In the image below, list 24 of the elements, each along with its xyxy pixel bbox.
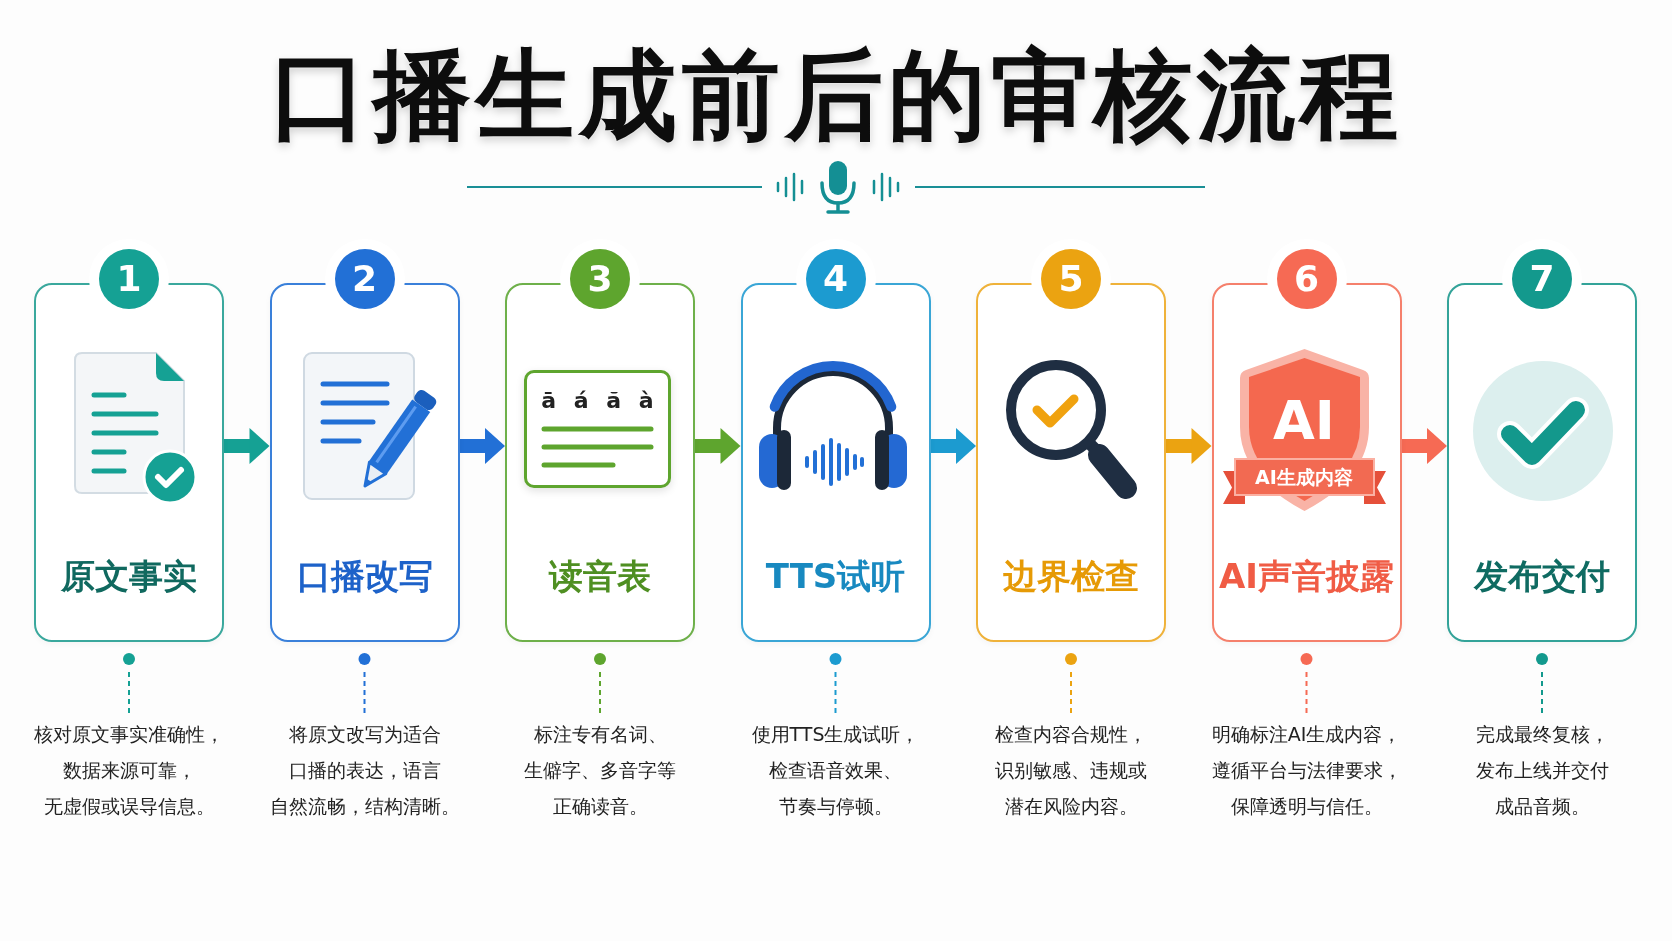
arrow [459, 428, 505, 464]
step-description: 标注专有名词、生僻字、多音字等正确读音。 [482, 716, 718, 824]
step-description: 明确标注AI生成内容，遵循平台与法律要求，保障透明与信任。 [1188, 716, 1425, 824]
step-description: 将原文改写为适合口播的表达，语言自然流畅，结构清晰。 [246, 716, 483, 824]
arrow [1166, 428, 1212, 464]
arrow [224, 428, 270, 464]
step-description: 完成最终复核，发布上线并交付成品音频。 [1424, 716, 1660, 824]
page-title: 口播生成前后的审核流程 [268, 38, 1404, 152]
step-title: 口播改写 [295, 555, 434, 598]
ribbon-label: AI生成内容 [1254, 465, 1354, 490]
step-title: 边界检查 [1002, 555, 1140, 598]
step-description: 使用TTS生成试听，检查语音效果、节奏与停顿。 [717, 716, 954, 824]
step-title: 读音表 [547, 555, 652, 598]
step-description: 检查内容合规性，识别敏感、违规或潜在风险内容。 [953, 716, 1189, 824]
step-title: 发布交付 [1472, 555, 1611, 598]
arrow [695, 428, 741, 464]
step-title: 原文事实 [60, 555, 198, 598]
pinyin-marks: ā á ă à [540, 387, 655, 415]
arrow [930, 428, 976, 464]
shield-label: AI [1272, 390, 1336, 452]
step-title: TTS试听 [764, 555, 907, 598]
step-description: 核对原文事实准确性，数据来源可靠，无虚假或误导信息。 [11, 716, 247, 824]
arrow [1401, 428, 1447, 464]
step-title: AI声音披露 [1218, 555, 1395, 598]
